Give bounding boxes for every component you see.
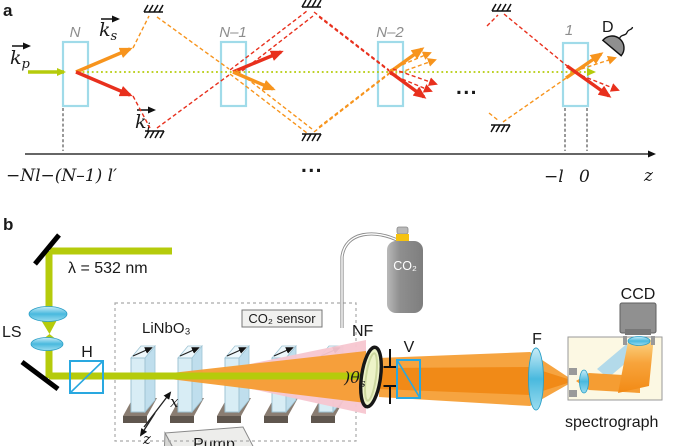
pump-beam-vertical [45, 251, 53, 315]
co2-tube [340, 232, 400, 328]
mirror-1 [33, 233, 61, 266]
panel-a: a N N–1 N–2 1 kp ks ki [3, 0, 656, 187]
detector-label: D [602, 19, 614, 36]
pump-label: Pump [193, 436, 235, 446]
beam-converging [41, 320, 57, 334]
spectrograph-label: spectrograph [565, 414, 658, 431]
co2-sensor-box [241, 309, 323, 328]
panel-b-label: b [3, 215, 13, 234]
k-signal-label: ks [99, 15, 120, 44]
mirror-hatch-icon [301, 0, 322, 8]
mirror-hatch-icon [490, 124, 511, 133]
v-polarizer-label: V [404, 339, 415, 356]
notch-filter [359, 345, 383, 409]
stage-1-rays [486, 13, 620, 123]
ccd-lens-icon [627, 336, 651, 346]
crystal-axes: x z [139, 391, 179, 446]
bottle-valve [396, 234, 409, 243]
crystal-N-1-label: N–1 [219, 24, 247, 41]
v-polarizer [396, 359, 421, 399]
axis-z-label: z [142, 430, 151, 446]
mirror-hatch-icon [143, 4, 164, 13]
panel-a-label: a [3, 1, 13, 20]
ccd-lens-mount [623, 336, 627, 345]
crystal-1 [561, 41, 590, 108]
svg-text:ki: ki [135, 111, 151, 136]
gas-chamber-outline [114, 302, 357, 442]
stage-N-rays [75, 15, 230, 129]
axis-x-label: x [170, 393, 179, 411]
wavelength-label: λ = 532 nm [68, 260, 148, 277]
relay-lens-icon [579, 369, 589, 394]
lens-icon [30, 337, 64, 351]
signal-angle-label: )θs [343, 368, 366, 390]
lens-F-label: F [532, 331, 542, 348]
pump-beam-horizontal [50, 247, 172, 255]
co2-bottle: CO₂ [387, 226, 423, 313]
aperture-marks [383, 349, 397, 404]
ccd-camera [619, 302, 657, 335]
mirror-hatch-icon [491, 3, 512, 12]
axis-z-label: z [643, 166, 654, 186]
half-wave-plate [69, 360, 104, 394]
k-pump-label: kp [10, 42, 31, 72]
axis-zero-label: 0 [579, 167, 590, 187]
co2-bottle-label: CO₂ [393, 259, 417, 273]
mirror-hatch-icon [301, 133, 322, 142]
lens-system-label: LS [2, 324, 22, 341]
mirror-hatch-icon [144, 130, 165, 139]
co2-sensor-label: CO₂ sensor [248, 311, 316, 326]
k-idler-label: ki [135, 106, 156, 136]
notch-filter-label: NF [352, 323, 374, 340]
slit-mark [569, 368, 577, 375]
linbo3-label: LiNbO₃ [142, 320, 191, 337]
dispersed-beam [618, 338, 653, 393]
detector-icon [601, 26, 634, 57]
mirror-2 [20, 360, 60, 391]
linbo3-crystal [170, 344, 204, 423]
pump-beam-through-crystals [49, 372, 366, 380]
stage-N-2-rays [388, 47, 438, 99]
lens-F-icon [528, 347, 544, 411]
slit-mark [569, 390, 577, 397]
panel-b: b Pump λ = 532 nm LS [2, 215, 663, 446]
half-wave-plate-label: H [81, 344, 93, 361]
lens-icon [28, 306, 68, 322]
stage-N-1-rays [229, 10, 394, 134]
signal-beam-inner [379, 367, 574, 395]
axis-minus-l-label: −l [544, 167, 564, 187]
pump-beam-vertical-2 [45, 348, 53, 378]
ccd-lens-mount [651, 336, 655, 345]
crystal-N-label: N [70, 24, 81, 41]
svg-text:ks: ks [99, 19, 118, 44]
ccd-label: CCD [621, 286, 656, 303]
svg-text:kp: kp [10, 47, 31, 72]
linbo3-crystal [123, 344, 157, 423]
axis-dots: ... [301, 154, 323, 177]
crystal-N-2-label: N–2 [376, 24, 404, 41]
axis-origin-label: −Nl−(N–1) l′ [6, 166, 117, 186]
omitted-stages-dots: ... [456, 76, 478, 99]
crystal-1-label: 1 [565, 22, 573, 39]
